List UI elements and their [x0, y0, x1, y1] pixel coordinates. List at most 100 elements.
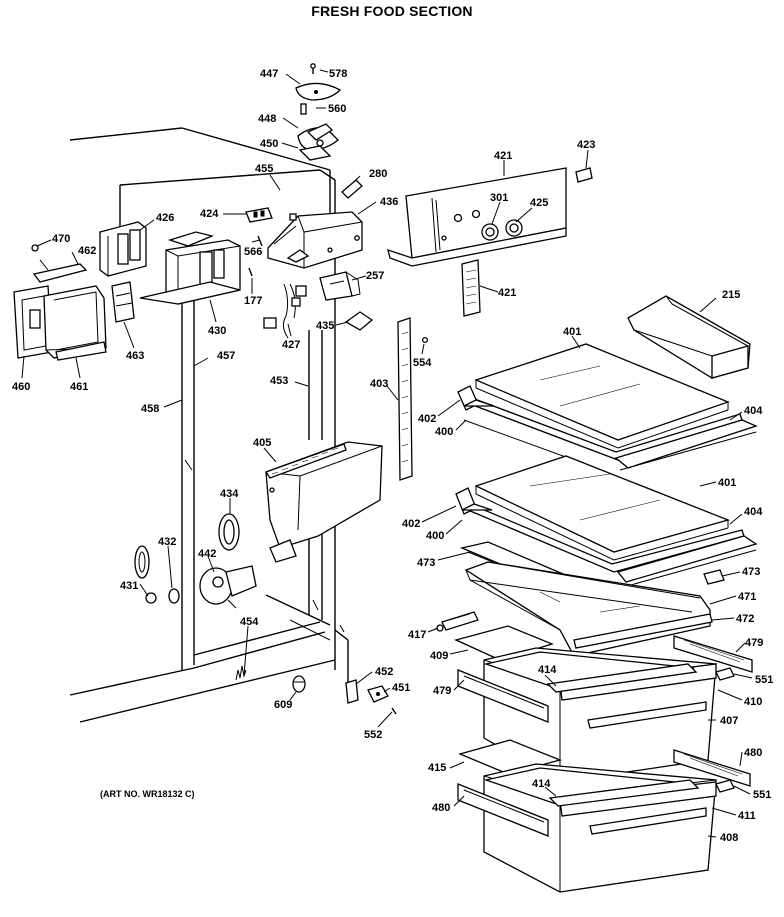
- callout-215: 215: [722, 289, 740, 301]
- callout-578: 578: [329, 68, 347, 80]
- rail-479-left: [457, 669, 549, 723]
- callout-401-upper: 401: [563, 326, 581, 338]
- callout-426: 426: [156, 212, 174, 224]
- light-bulb: [341, 179, 363, 199]
- bracket-463: [111, 281, 135, 323]
- callout-404-lower: 404: [744, 506, 763, 518]
- callout-434: 434: [220, 488, 239, 500]
- clip-435: [344, 311, 374, 331]
- callout-554: 554: [413, 357, 432, 369]
- callout-453: 453: [270, 375, 288, 387]
- callout-408: 408: [720, 832, 738, 844]
- callout-473-left: 473: [417, 557, 435, 569]
- callout-566: 566: [244, 246, 262, 258]
- rail-479-right: [673, 635, 753, 673]
- callout-473-right: 473: [742, 566, 760, 578]
- duct-430: [139, 231, 241, 305]
- callout-257: 257: [366, 270, 384, 282]
- callout-480-right: 480: [744, 747, 762, 759]
- diffuser-405: [264, 441, 383, 563]
- bracket-417: [436, 611, 479, 632]
- pan-cover-409: [454, 625, 554, 661]
- temperature-strip-421: [461, 259, 481, 317]
- callout-436: 436: [380, 196, 398, 208]
- upper-shelf-assembly: [457, 343, 758, 471]
- callout-447: 447: [260, 68, 278, 80]
- rail-480-left: [457, 783, 549, 837]
- callout-463: 463: [126, 350, 144, 362]
- callout-405: 405: [253, 437, 271, 449]
- bracket-452: [345, 679, 359, 704]
- knob-housing-432: [134, 545, 180, 604]
- hinge-451: [367, 685, 389, 703]
- callout-177: 177: [244, 295, 262, 307]
- pan-471-472: [464, 561, 713, 657]
- callout-435: 435: [316, 320, 334, 332]
- callout-431: 431: [120, 580, 138, 592]
- control-housing-436: [267, 211, 363, 269]
- lower-shelf-assembly: [455, 455, 758, 589]
- callout-415: 415: [428, 762, 446, 774]
- callout-407: 407: [720, 715, 738, 727]
- callout-402-upper: 402: [418, 413, 436, 425]
- callout-458: 458: [141, 403, 159, 415]
- door-bin-215: [627, 295, 751, 379]
- callout-460: 460: [12, 381, 30, 393]
- leader-lines: [21, 69, 753, 838]
- callout-432: 432: [158, 536, 176, 548]
- callout-411: 411: [738, 810, 756, 822]
- shelf-rail-403: [397, 317, 413, 481]
- grommet-434: [218, 513, 240, 551]
- callout-423: 423: [577, 139, 595, 151]
- light-housing-assembly: [295, 63, 342, 161]
- callout-430: 430: [208, 325, 226, 337]
- thermostat-442: [199, 565, 257, 609]
- callout-471: 471: [738, 591, 756, 603]
- clip-551-upper: [715, 667, 735, 681]
- bracket-461: [43, 285, 107, 361]
- hinge-460: [13, 285, 53, 359]
- callout-402-lower: 402: [402, 518, 420, 530]
- callout-427: 427: [282, 339, 300, 351]
- callout-400-lower: 400: [426, 530, 444, 542]
- control-panel-421: [387, 167, 567, 267]
- callout-410: 410: [744, 696, 762, 708]
- cap-609: [292, 675, 306, 693]
- callout-479-right: 479: [745, 637, 763, 649]
- cover-426: [99, 221, 147, 277]
- knob-423: [575, 167, 593, 183]
- art-number: (ART NO. WR18132 C): [100, 789, 195, 799]
- callout-461: 461: [70, 381, 88, 393]
- callout-480-left: 480: [432, 802, 450, 814]
- callout-401-lower: 401: [718, 477, 736, 489]
- rail-480-right: [673, 749, 751, 787]
- callout-462: 462: [78, 245, 96, 257]
- callout-560: 560: [328, 103, 346, 115]
- connector-424: [245, 207, 273, 223]
- screw-470: [31, 244, 39, 252]
- callout-455: 455: [255, 163, 273, 175]
- callout-448: 448: [258, 113, 276, 125]
- callout-labels: 447 578 448 560 450 455 280 436 421 423 …: [12, 68, 773, 844]
- callout-414-lower: 414: [532, 778, 551, 790]
- callout-301: 301: [490, 192, 508, 204]
- screw-177: [248, 267, 253, 277]
- callout-454: 454: [240, 616, 259, 628]
- screw-552: [391, 707, 397, 715]
- callout-280: 280: [369, 168, 387, 180]
- callout-457: 457: [217, 350, 235, 362]
- knob-431: [145, 592, 157, 604]
- callout-417: 417: [408, 629, 426, 641]
- callout-403: 403: [370, 378, 388, 390]
- cabinet-liner: [69, 127, 349, 723]
- callout-409: 409: [430, 650, 448, 662]
- callout-404-upper: 404: [744, 405, 763, 417]
- callout-424: 424: [200, 208, 219, 220]
- crisper-drawer-408: [483, 763, 717, 893]
- switch-257: [319, 271, 361, 301]
- callout-452: 452: [375, 666, 393, 678]
- crisper-drawer-407: [483, 647, 717, 783]
- callout-451: 451: [392, 682, 410, 694]
- callout-421-upper: 421: [494, 150, 512, 162]
